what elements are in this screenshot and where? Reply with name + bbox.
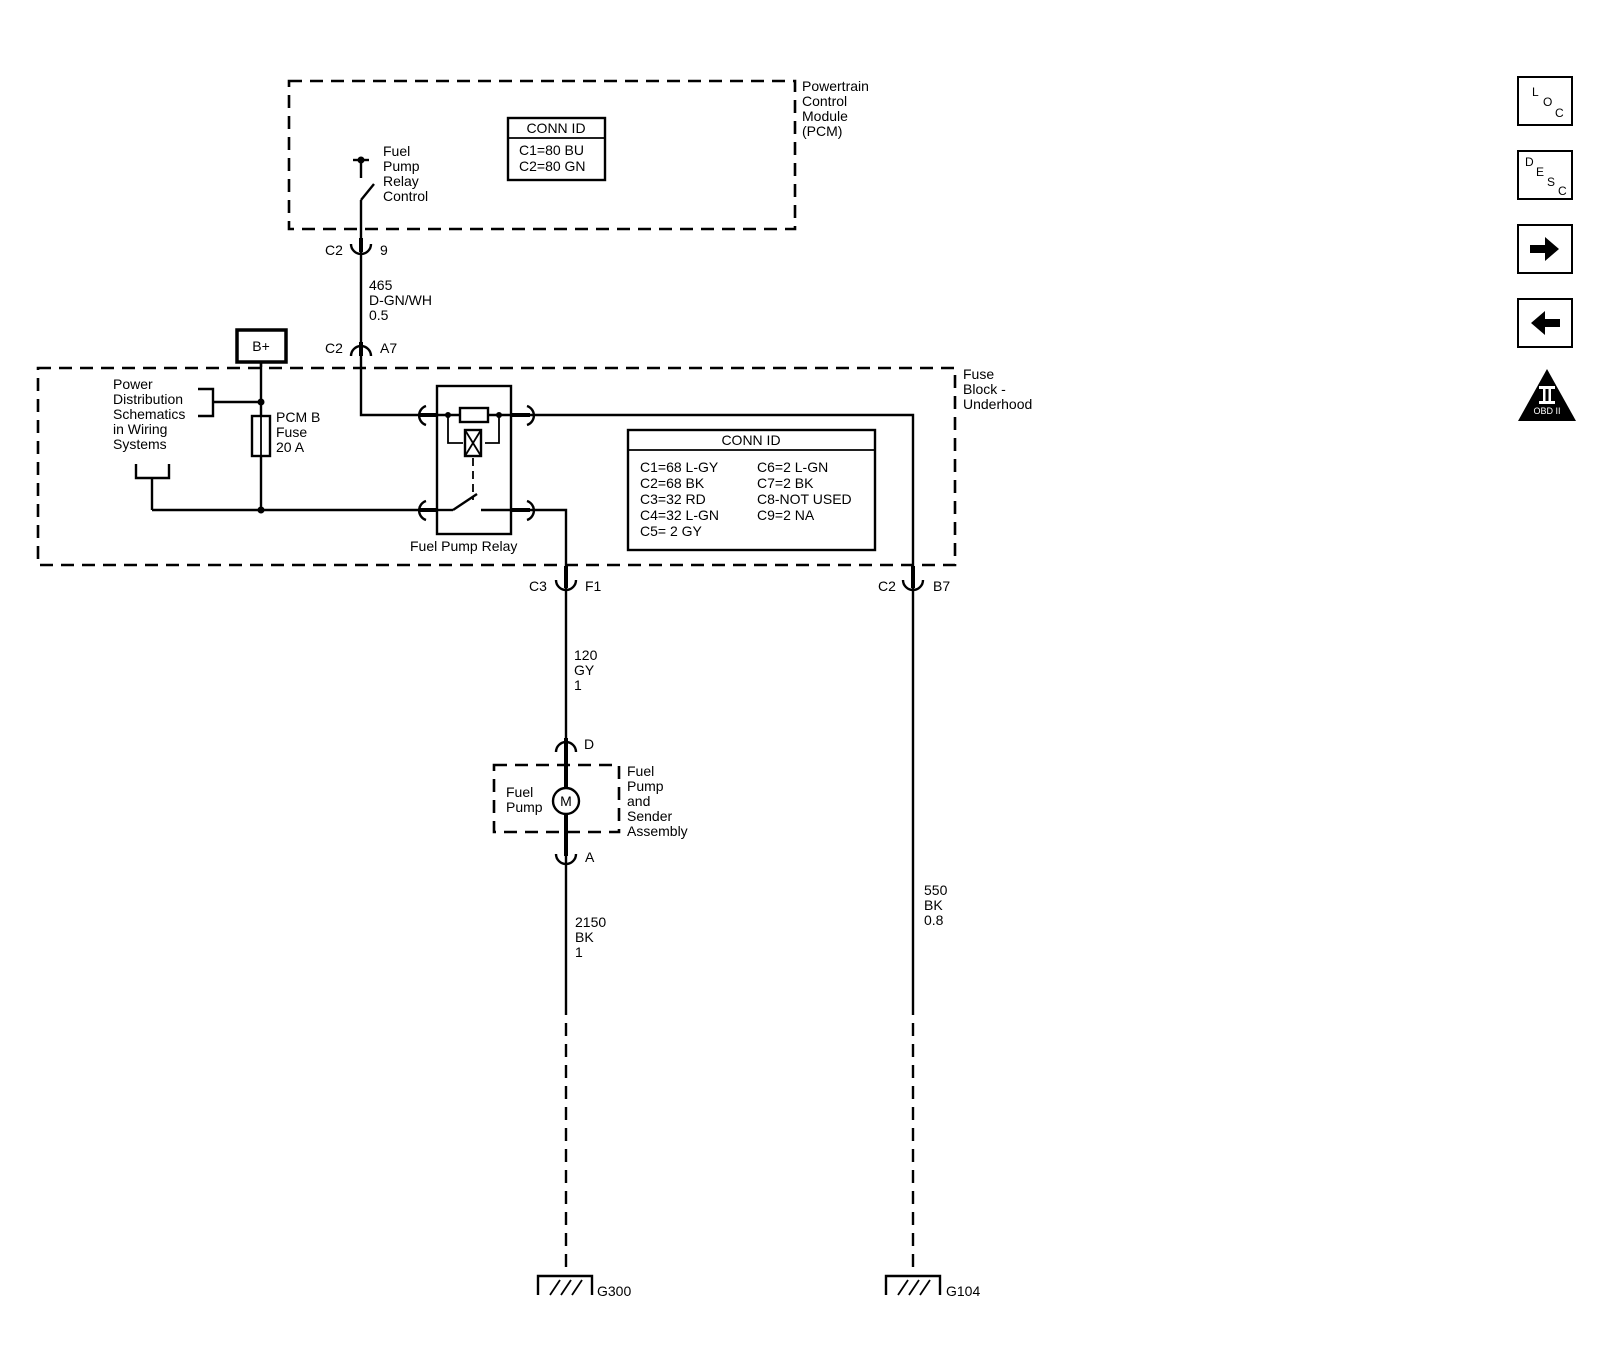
next-button[interactable] bbox=[1517, 224, 1573, 274]
fuse-block-title: Fuse Block - Underhood bbox=[963, 366, 1032, 412]
connector-c2-b7-name: C2 bbox=[878, 578, 896, 594]
desc-char-e: E bbox=[1536, 165, 1545, 179]
loc-button[interactable]: L O C bbox=[1517, 76, 1573, 126]
svg-text:C1=80 BU: C1=80 BU bbox=[519, 142, 584, 158]
fuel-pump-assembly-box bbox=[492, 763, 621, 834]
fuse-block-box bbox=[36, 366, 957, 567]
pcm-box bbox=[287, 79, 797, 231]
svg-text:C3=32 RD: C3=32 RD bbox=[640, 491, 706, 507]
wire-550-label: 550 BK 0.8 bbox=[924, 882, 951, 928]
loc-char-l: L bbox=[1532, 85, 1539, 99]
desc-char-d: D bbox=[1525, 155, 1534, 169]
connector-d-pin: D bbox=[584, 736, 594, 752]
b-plus-source: B+ bbox=[235, 328, 288, 367]
fuel-pump-relay-label: Fuel Pump Relay bbox=[410, 538, 517, 554]
pcm-b-fuse-label: PCM B Fuse 20 A bbox=[276, 409, 324, 455]
loc-char-c: C bbox=[1555, 106, 1564, 120]
svg-text:C4=32 L-GN: C4=32 L-GN bbox=[640, 507, 719, 523]
ground-g104-label: G104 bbox=[946, 1283, 980, 1299]
desc-char-c: C bbox=[1558, 184, 1567, 198]
svg-text:C2=80 GN: C2=80 GN bbox=[519, 158, 586, 174]
svg-text:C1=68 L-GY: C1=68 L-GY bbox=[640, 459, 719, 475]
motor-symbol: M bbox=[560, 793, 572, 809]
pcm-title: Powertrain Control Module (PCM) bbox=[802, 78, 873, 139]
wire-relay-coil-ground bbox=[530, 413, 915, 568]
relay-coil-feed bbox=[359, 356, 420, 417]
power-distribution-ref: Power Distribution Schematics in Wiring … bbox=[113, 376, 189, 452]
connector-a-pin: A bbox=[585, 849, 595, 865]
desc-char-s: S bbox=[1547, 175, 1556, 189]
svg-text:C6=2 L-GN: C6=2 L-GN bbox=[757, 459, 828, 475]
svg-text:CONN ID: CONN ID bbox=[526, 120, 585, 136]
prev-button[interactable] bbox=[1517, 298, 1573, 348]
ground-g300 bbox=[536, 1274, 594, 1296]
fuel-pump-assembly-label: Fuel Pump and Sender Assembly bbox=[627, 763, 688, 839]
svg-text:C5= 2 GY: C5= 2 GY bbox=[640, 523, 703, 539]
desc-button[interactable]: D E S C bbox=[1517, 150, 1573, 200]
fuel-pump-label: Fuel Pump bbox=[506, 784, 543, 815]
relay-control-label: Fuel Pump Relay Control bbox=[383, 143, 428, 204]
relay-control-switch bbox=[353, 156, 375, 244]
svg-text:C7=2 BK: C7=2 BK bbox=[757, 475, 814, 491]
loc-char-o: O bbox=[1543, 95, 1553, 109]
svg-text:C9=2 NA: C9=2 NA bbox=[757, 507, 815, 523]
power-ref-bracket-bottom bbox=[134, 464, 171, 480]
wire-2150-label: 2150 BK 1 bbox=[575, 914, 610, 960]
obd-button[interactable]: OBD II bbox=[1516, 367, 1578, 423]
fuse-block-conn-id-table: CONN ID C1=68 L-GY C2=68 BK C3=32 RD C4=… bbox=[626, 428, 877, 552]
svg-text:B+: B+ bbox=[252, 338, 270, 354]
svg-text:CONN ID: CONN ID bbox=[721, 432, 780, 448]
arrow-right-icon bbox=[1530, 237, 1559, 261]
obd-ii-label: OBD II bbox=[1533, 406, 1561, 416]
ground-g104 bbox=[884, 1274, 942, 1296]
connector-c3-f1-name: C3 bbox=[529, 578, 547, 594]
wire-relay-switch-out bbox=[530, 508, 568, 568]
obd-ii-icon bbox=[1518, 369, 1576, 421]
connector-c2-9-pin: 9 bbox=[380, 242, 388, 258]
ground-g300-label: G300 bbox=[597, 1283, 631, 1299]
connector-c2-9-name: C2 bbox=[325, 242, 343, 258]
connector-c3-f1-pin: F1 bbox=[585, 578, 602, 594]
wire-465-label: 465 D-GN/WH 0.5 bbox=[369, 277, 436, 323]
connector-c2-a7-pin: A7 bbox=[380, 340, 397, 356]
wire-120-label: 120 GY 1 bbox=[574, 647, 601, 693]
arrow-left-icon bbox=[1531, 311, 1560, 335]
svg-text:C8-NOT USED: C8-NOT USED bbox=[757, 491, 852, 507]
pcm-conn-id-table: CONN ID C1=80 BU C2=80 GN bbox=[506, 116, 607, 182]
connector-c2-a7-name: C2 bbox=[325, 340, 343, 356]
power-ref-bracket-right bbox=[198, 387, 215, 418]
connector-c2-b7-pin: B7 bbox=[933, 578, 950, 594]
fuel-pump-relay bbox=[417, 384, 536, 536]
svg-text:C2=68 BK: C2=68 BK bbox=[640, 475, 705, 491]
